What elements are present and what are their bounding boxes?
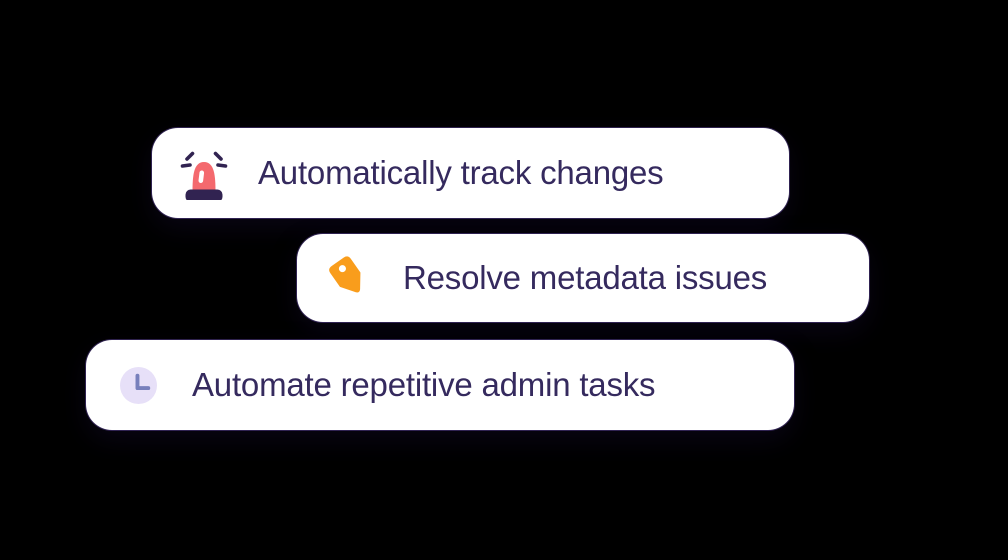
feature-pill-admin-tasks: Automate repetitive admin tasks [86, 340, 794, 430]
feature-pill-metadata: Resolve metadata issues [297, 234, 869, 322]
pill-label: Automatically track changes [258, 154, 664, 191]
siren-icon [176, 145, 232, 201]
pill-label: Automate repetitive admin tasks [192, 366, 656, 403]
clock-icon [110, 357, 166, 413]
tag-icon [321, 250, 377, 306]
feature-pill-track-changes: Automatically track changes [152, 128, 789, 218]
pill-label: Resolve metadata issues [403, 259, 768, 296]
